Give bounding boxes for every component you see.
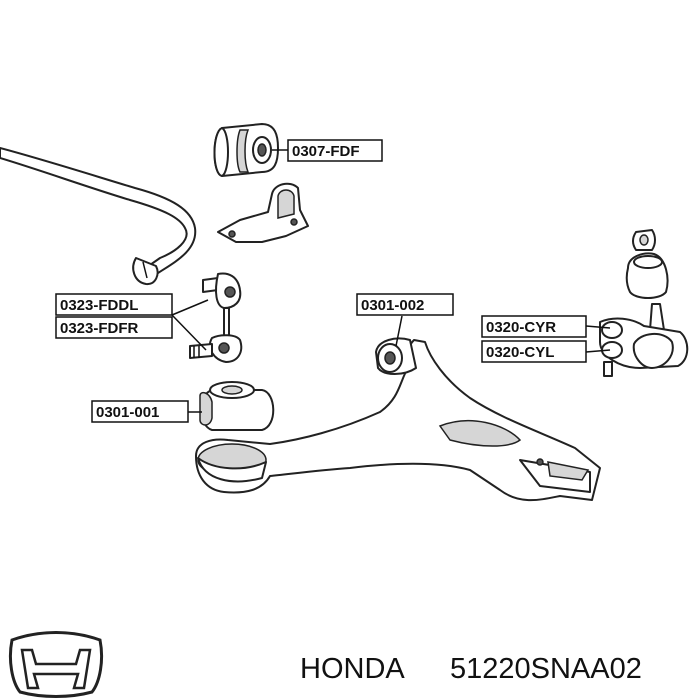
stabilizer-bushing — [213, 123, 279, 177]
stabilizer-bar — [0, 147, 197, 286]
honda-h-logo-icon — [8, 631, 104, 698]
label-arm-bushing-front: 0301-002 — [356, 293, 454, 316]
label-ball-joint-right: 0320-CYR — [481, 315, 587, 338]
rear-arm-bushing — [199, 381, 275, 431]
ball-joint-assembly — [599, 229, 689, 377]
label-ball-joint-left: 0320-CYL — [481, 340, 587, 363]
front-arm-bushing — [375, 337, 417, 375]
label-link-left: 0323-FDDL — [55, 293, 173, 316]
label-text-0320-cyr: 0320-CYR — [486, 319, 556, 336]
label-text-0301-002: 0301-002 — [361, 297, 424, 314]
label-text-0323-fdfr: 0323-FDFR — [60, 320, 139, 337]
bushing-bracket — [217, 182, 309, 243]
label-arm-bushing-rear: 0301-001 — [91, 400, 189, 423]
label-link-right: 0323-FDFR — [55, 316, 173, 339]
leader-lines — [171, 149, 611, 413]
lower-control-arm — [195, 339, 601, 502]
label-stabilizer-bushing: 0307-FDF — [287, 139, 383, 162]
label-text-0323-fddl: 0323-FDDL — [60, 297, 138, 314]
caption-part-number: 51220SNAA02 — [450, 653, 642, 685]
label-text-0320-cyl: 0320-CYL — [486, 344, 554, 361]
caption-brand: HONDA — [300, 653, 405, 685]
label-text-0301-001: 0301-001 — [96, 404, 159, 421]
label-text-0307-fdf: 0307-FDF — [292, 143, 360, 160]
stabilizer-link — [189, 272, 243, 363]
